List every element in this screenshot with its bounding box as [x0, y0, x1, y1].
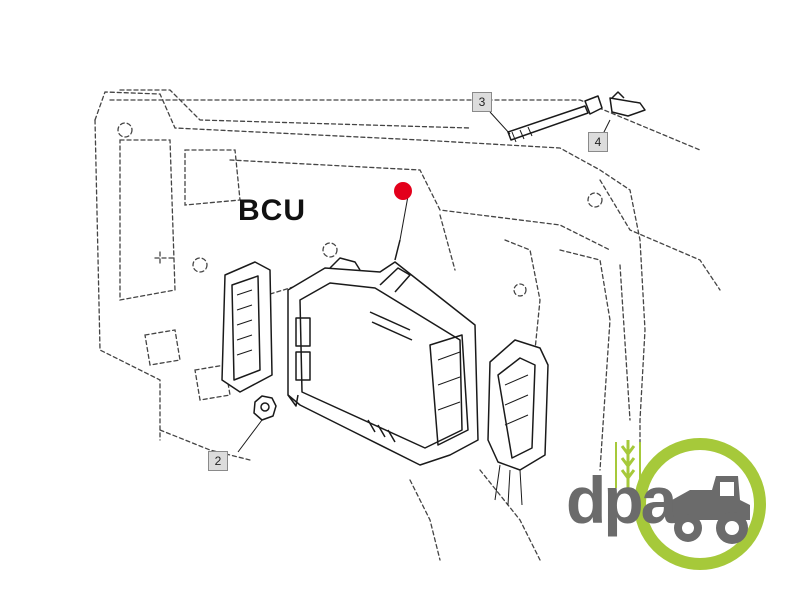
callout-4: 4 — [588, 132, 608, 152]
callout-3: 3 — [472, 92, 492, 112]
bcu-module — [287, 195, 479, 466]
mounting-nut — [237, 395, 277, 453]
tractor-icon — [672, 476, 750, 544]
mounting-clip — [599, 91, 646, 141]
dpa-logo — [615, 438, 766, 570]
location-marker — [394, 182, 412, 200]
wheat-icon — [615, 440, 641, 492]
mounting-bolt — [489, 95, 603, 143]
bcu-label: BCU — [238, 194, 306, 227]
callout-2: 2 — [208, 451, 228, 471]
logo-text: dpa — [566, 463, 677, 537]
left-wiring-connector — [221, 261, 273, 393]
right-wiring-connector — [487, 339, 549, 506]
